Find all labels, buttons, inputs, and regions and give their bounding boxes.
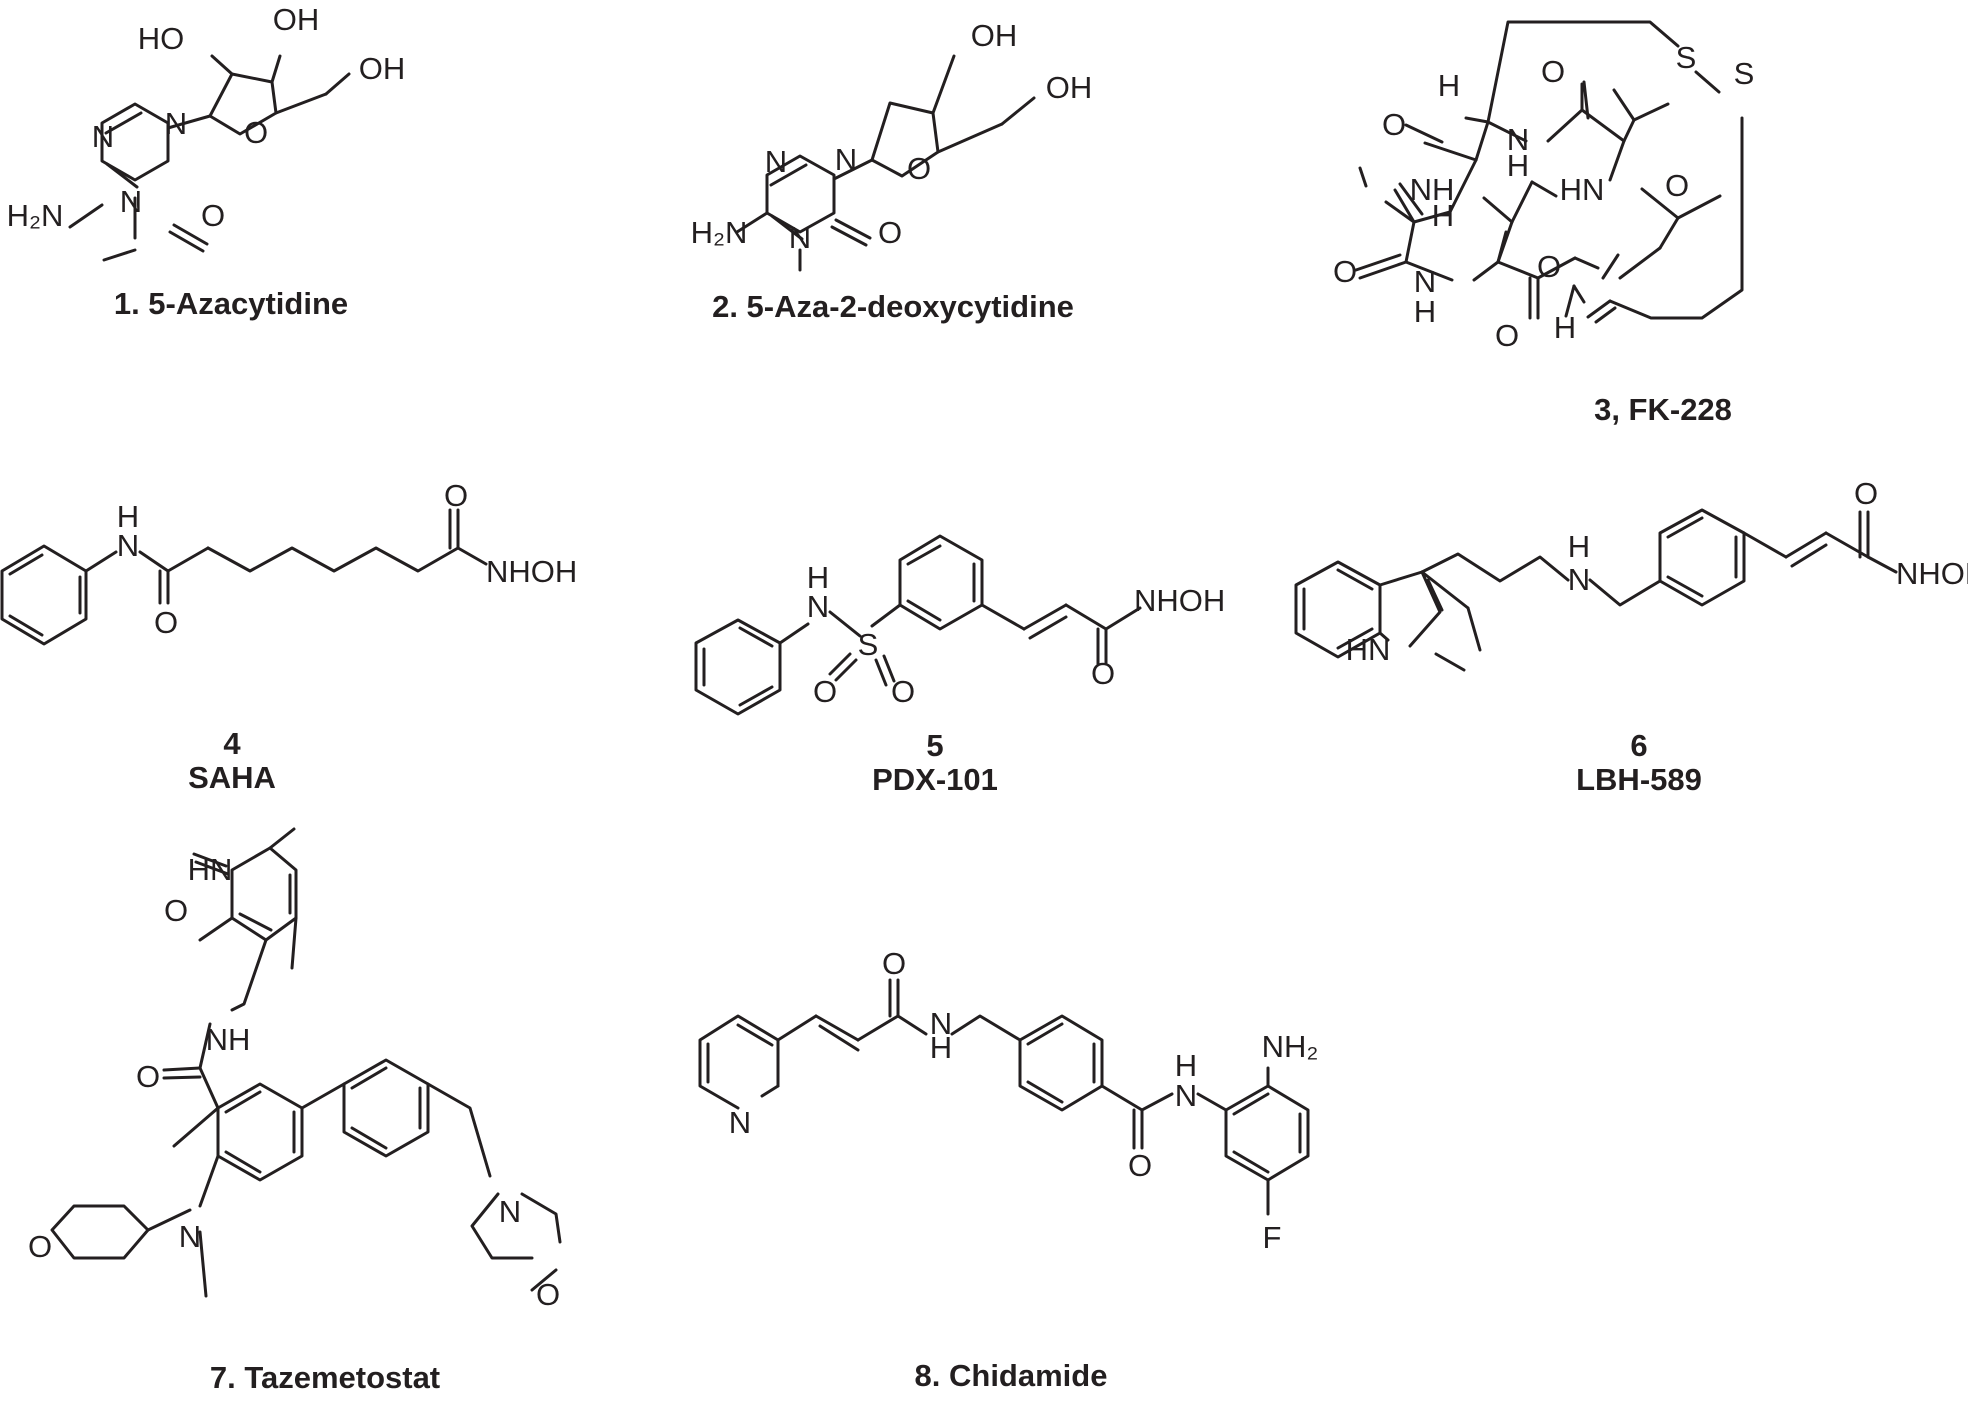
c1-bonds: [68, 54, 351, 262]
c2-atom-H2N: H₂N: [691, 215, 748, 250]
c8-atom-N: N: [1175, 1078, 1197, 1113]
c7-atom-N: N: [179, 1219, 201, 1254]
c5-atom-O: O: [813, 674, 837, 709]
c7-atom-O: O: [536, 1277, 560, 1312]
c7-atom-O: O: [164, 893, 188, 928]
c6-caption-name: LBH-589: [1576, 762, 1702, 797]
c3-atom-H: H: [1432, 198, 1454, 233]
c1-atom-OH: OH: [273, 2, 320, 37]
c5-atom-S: S: [858, 627, 879, 662]
c5-caption-name: PDX-101: [872, 762, 998, 797]
c2-caption: 2. 5-Aza-2-deoxycytidine: [712, 289, 1074, 324]
c4-atom-O: O: [444, 478, 468, 513]
c1-atom-O: O: [244, 115, 268, 150]
c1-caption: 1. 5-Azacytidine: [114, 286, 348, 321]
c3-bonds: [1354, 20, 1744, 324]
c3-caption: 3, FK-228: [1594, 392, 1732, 427]
c2-atom-OH: OH: [971, 18, 1018, 53]
c5-atom-NHOH: NHOH: [1134, 583, 1225, 618]
c3-atom-S: S: [1676, 40, 1697, 75]
c4-atom-NHOH: NHOH: [486, 554, 577, 589]
c6-caption-number: 6: [1630, 728, 1647, 763]
c7-atom-O: O: [28, 1229, 52, 1264]
c3-atom-O: O: [1665, 168, 1689, 203]
c6-atom-O: O: [1854, 476, 1878, 511]
c3-atom-H: H: [1554, 310, 1576, 345]
compound-lbh-589: H N HN O NHOH 6 LBH-589: [1294, 476, 1968, 797]
c3-atom-H: H: [1438, 68, 1460, 103]
c8-bonds: [698, 978, 1310, 1216]
c3-atom-N: N: [1507, 122, 1529, 157]
compound-fk-228: S S H O O N H NH HN O H O N H O O H 3, F…: [1333, 20, 1755, 427]
compound-chidamide: O N H N H N NH₂ O F 8. Chidamide: [698, 946, 1319, 1393]
c6-atom-H: H: [1568, 529, 1590, 564]
c8-atom-O: O: [882, 946, 906, 981]
c8-atom-O: O: [1128, 1148, 1152, 1183]
c4-bonds: [0, 508, 488, 646]
c8-atom-N: N: [930, 1006, 952, 1041]
c8-atom-F: F: [1263, 1220, 1282, 1255]
c5-atom-N: N: [807, 589, 829, 624]
c3-atom-N: N: [1414, 264, 1436, 299]
compound-saha: H N O O NHOH 4 SAHA: [0, 478, 577, 795]
compound-pdx-101: H N S O O NHOH O 5 PDX-101: [694, 534, 1225, 797]
c7-atom-HN: HN: [188, 852, 233, 887]
c3-atom-H: H: [1414, 294, 1436, 329]
c6-atom-NHOH: NHOH: [1896, 556, 1968, 591]
c2-atom-O: O: [907, 151, 931, 186]
c3-atom-HN: HN: [1560, 172, 1605, 207]
c1-atom-OH: OH: [359, 51, 406, 86]
c3-atom-O: O: [1333, 254, 1357, 289]
c7-caption: 7. Tazemetostat: [210, 1360, 440, 1395]
compound-tazemetostat: HN O NH O O N N O 7. Tazemetostat: [28, 827, 562, 1395]
c8-atom-NH2: NH₂: [1262, 1029, 1319, 1064]
c5-caption-number: 5: [926, 728, 943, 763]
c2-atom-N: N: [789, 220, 811, 255]
c4-atom-O: O: [154, 605, 178, 640]
c4-atom-N: N: [117, 528, 139, 563]
c2-atom-O: O: [878, 215, 902, 250]
c1-atom-HO: HO: [138, 21, 185, 56]
c7-atom-O: O: [136, 1059, 160, 1094]
c1-atom-H2N: H₂N: [7, 198, 64, 233]
c4-caption-number: 4: [223, 726, 241, 761]
c2-bonds: [735, 54, 1036, 272]
c8-atom-H: H: [1175, 1048, 1197, 1083]
c3-atom-O: O: [1495, 318, 1519, 353]
c1-atom-N: N: [120, 184, 142, 219]
c1-atom-N: N: [92, 119, 114, 154]
c4-caption-name: SAHA: [188, 760, 276, 795]
c8-caption: 8. Chidamide: [915, 1358, 1108, 1393]
c7-atom-N: N: [499, 1194, 521, 1229]
compound-5-azacytidine: HO OH OH O N N N H₂N O 1. 5-Azacytidine: [7, 2, 406, 321]
c8-atom-N: N: [729, 1105, 751, 1140]
c6-atom-N: N: [1568, 562, 1590, 597]
c5-atom-O: O: [1091, 656, 1115, 691]
c7-bonds: [50, 827, 562, 1298]
c3-atom-S: S: [1734, 56, 1755, 91]
c3-atom-H: H: [1507, 148, 1529, 183]
c2-atom-OH: OH: [1046, 70, 1093, 105]
compound-5-aza-2-deoxycytidine: OH OH O N N N H₂N O 2. 5-Aza-2-deoxycyti…: [691, 18, 1093, 324]
c3-atom-O: O: [1537, 249, 1561, 284]
c5-bonds: [694, 534, 1142, 716]
c6-bonds: [1294, 508, 1898, 672]
c1-atom-N: N: [165, 106, 187, 141]
c3-atom-O: O: [1382, 107, 1406, 142]
c3-atom-NH: NH: [1410, 172, 1455, 207]
c2-atom-N: N: [835, 142, 857, 177]
c6-atom-HN: HN: [1346, 632, 1391, 667]
c3-atom-O: O: [1541, 54, 1565, 89]
c2-atom-N: N: [765, 144, 787, 179]
c8-atom-H: H: [930, 1030, 952, 1065]
c1-atom-O: O: [201, 198, 225, 233]
c5-atom-H: H: [807, 560, 829, 595]
c4-atom-H: H: [117, 499, 139, 534]
c5-atom-O: O: [891, 674, 915, 709]
c7-atom-NH: NH: [206, 1022, 251, 1057]
